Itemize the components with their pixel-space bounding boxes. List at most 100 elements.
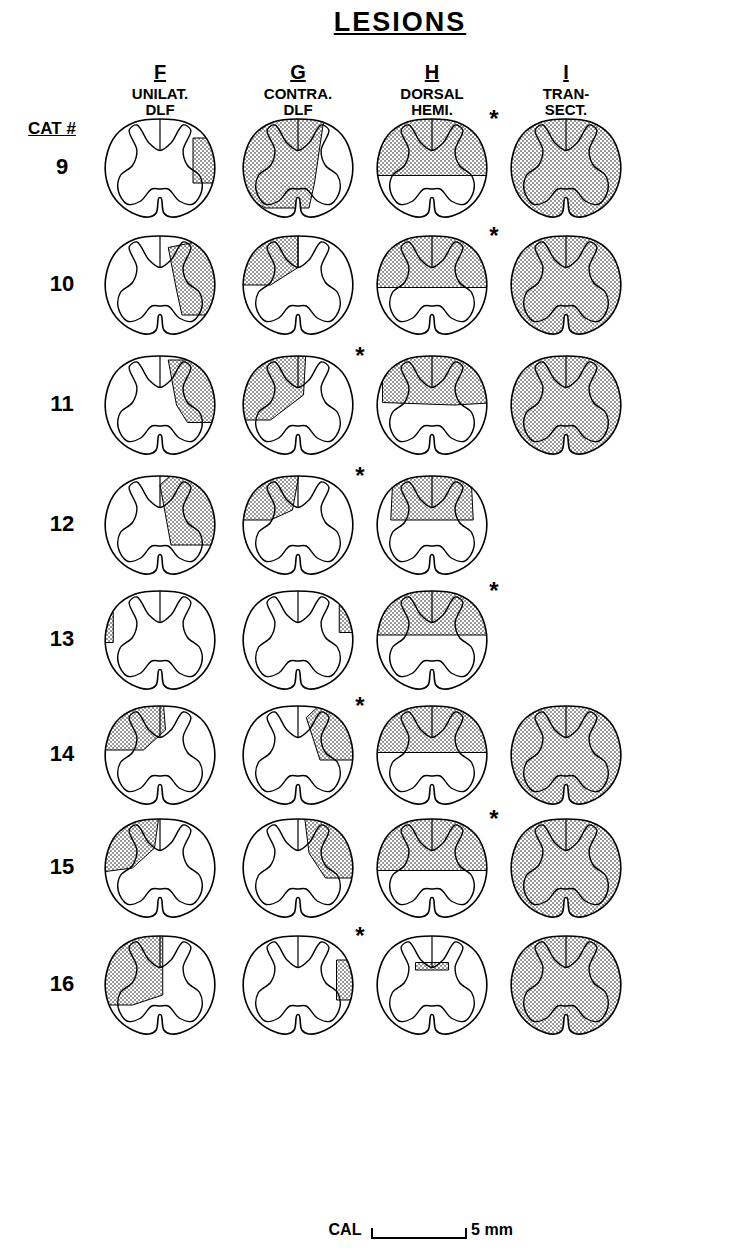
cord-outline: [105, 356, 215, 454]
cord-outline: [105, 706, 215, 804]
cord-section: [105, 236, 226, 334]
lesion-area: [366, 580, 498, 635]
scale-label: 5 mm: [471, 1222, 513, 1239]
scale-label: CAL: [329, 1222, 362, 1239]
dorsal-septum: [565, 819, 566, 851]
cord-outline: [511, 119, 621, 217]
cord-section: [94, 808, 215, 917]
dorsal-septum: [297, 236, 298, 268]
cat-number: 15: [50, 855, 74, 878]
lesion-area: [495, 220, 638, 350]
cord-outline: [105, 119, 215, 217]
asterisk-mark: *: [355, 343, 364, 368]
dorsal-septum: [297, 591, 298, 623]
figure-title: LESIONS: [334, 8, 467, 36]
dorsal-septum: [297, 476, 298, 508]
dorsal-septum: [565, 356, 566, 388]
dorsal-septum: [431, 936, 432, 968]
dorsal-septum: [431, 706, 432, 738]
cord-section: [243, 936, 364, 1034]
cord-section: [243, 808, 364, 917]
asterisk-mark: *: [489, 106, 498, 131]
cord-outline: [377, 236, 487, 334]
cord-section: [366, 580, 498, 689]
asterisk-mark: *: [355, 923, 364, 948]
cord-outline: [377, 819, 487, 917]
cord-outline: [105, 936, 215, 1034]
dorsal-septum: [431, 591, 432, 623]
dorsal-septum: [431, 119, 432, 151]
asterisk-mark: *: [355, 463, 364, 488]
cord-section: [105, 465, 226, 574]
dorsal-septum: [159, 591, 160, 623]
column-letter: G: [290, 62, 306, 83]
dorsal-septum: [565, 119, 566, 151]
dorsal-septum: [565, 936, 566, 968]
cord-outline: [243, 119, 353, 217]
cord-section: [366, 108, 498, 217]
lesion-area: [232, 465, 301, 520]
column-heading: TRAN- SECT.: [537, 86, 595, 118]
cat-number: 12: [50, 512, 74, 535]
lesion-area: [495, 103, 638, 233]
cord-section: [243, 591, 364, 689]
column-heading: CONTRA. DLF: [255, 86, 341, 118]
asterisk-mark: *: [489, 223, 498, 248]
asterisk-mark: *: [489, 806, 498, 831]
cord-section: [232, 465, 353, 574]
cord-outline: [105, 819, 215, 917]
cord-outline: [511, 936, 621, 1034]
cord-outline: [243, 706, 353, 804]
column-letter: F: [154, 62, 166, 83]
cat-number: 14: [50, 742, 74, 765]
cord-section: [105, 119, 226, 217]
lesion-area: [495, 340, 638, 470]
cord-outline: [377, 476, 487, 574]
cord-section: [495, 803, 638, 933]
cat-number: 11: [50, 392, 73, 415]
lesion-area: [304, 808, 365, 878]
cord-section: [495, 920, 638, 1050]
dorsal-septum: [431, 476, 432, 508]
lesion-area: [168, 243, 226, 316]
column-heading: DORSAL HEMI.: [392, 86, 472, 118]
lesion-area: [94, 925, 163, 1005]
cord-section: [495, 690, 638, 820]
lesion-area: [383, 345, 499, 405]
dorsal-septum: [297, 819, 298, 851]
cord-outline: [377, 356, 487, 454]
dorsal-septum: [565, 236, 566, 268]
cord-outline: [511, 356, 621, 454]
cat-number: 10: [50, 272, 74, 295]
cord-section: [232, 108, 353, 217]
dorsal-septum: [297, 356, 298, 388]
lesion-area: [366, 108, 498, 176]
cat-number: 16: [50, 972, 74, 995]
cord-section: [94, 925, 215, 1034]
cord-section: [495, 340, 638, 470]
dorsal-septum: [431, 356, 432, 388]
dorsal-septum: [431, 819, 432, 851]
cord-section: [377, 345, 498, 454]
cat-number: 9: [56, 155, 68, 178]
cord-outline: [243, 936, 353, 1034]
cord-outline: [377, 936, 487, 1034]
cord-outline: [243, 356, 353, 454]
scale-bar: [372, 1228, 466, 1238]
cord-outline: [377, 591, 487, 689]
cord-outline: [511, 236, 621, 334]
lesion-area: [232, 108, 326, 208]
cord-section: [366, 695, 498, 804]
cord-outline: [511, 819, 621, 917]
cord-section: [366, 225, 498, 334]
cord-outline: [105, 236, 215, 334]
cord-section: [243, 695, 364, 804]
column-heading: UNILAT. DLF: [120, 86, 200, 118]
row-heading: CAT #: [28, 120, 76, 138]
dorsal-septum: [297, 119, 298, 151]
cord-section: [105, 356, 226, 454]
dorsal-septum: [297, 936, 298, 968]
dorsal-septum: [159, 236, 160, 268]
cord-outline: [243, 236, 353, 334]
cord-outline: [243, 476, 353, 574]
